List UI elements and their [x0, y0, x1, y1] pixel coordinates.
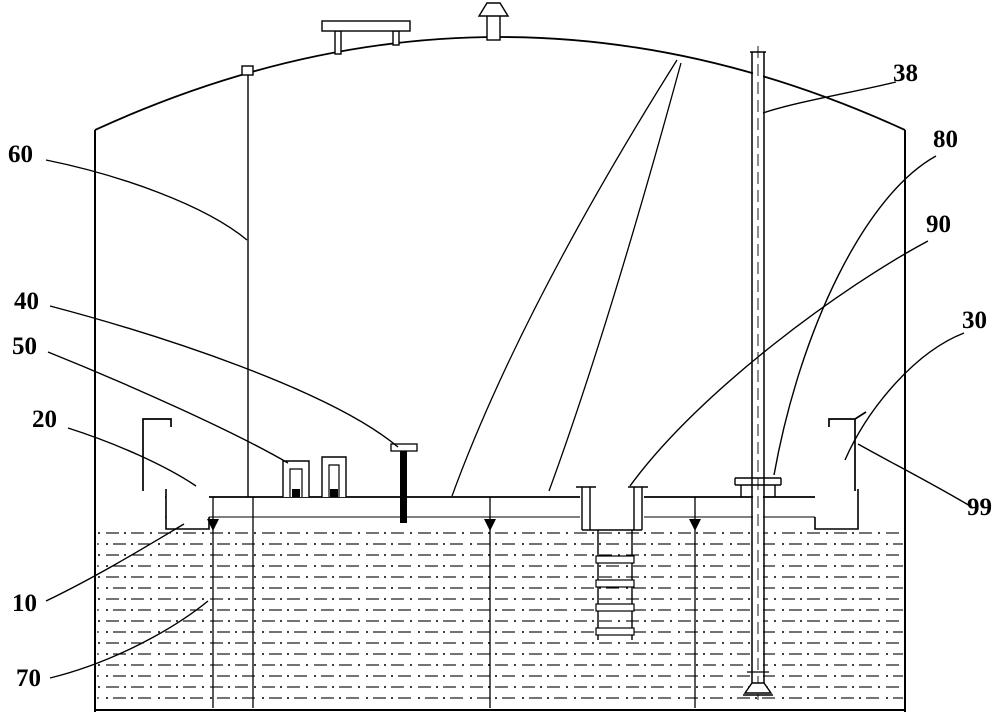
callout-label-70: 70: [16, 665, 41, 692]
deck-bracket-right: [828, 411, 867, 491]
leader-50: [47, 351, 289, 464]
leader-99: [857, 443, 971, 507]
callout-label-10: 10: [12, 590, 37, 617]
deck-support-legs: [207, 497, 701, 708]
deck-bracket-left: [142, 418, 172, 491]
ladder-rung: [595, 603, 635, 612]
leader-10: [45, 523, 185, 602]
callout-label-38: 38: [893, 60, 918, 87]
leader-80: [773, 155, 937, 476]
deck-leg-sleeve-1: [282, 460, 310, 497]
callout-label-60: 60: [8, 141, 33, 168]
cable-curve-left: [451, 59, 678, 497]
leg-arrow: [689, 519, 701, 531]
leader-60: [45, 159, 248, 241]
suspension-cable: [451, 59, 682, 497]
leg-arrow: [484, 519, 496, 531]
callout-label-20: 20: [32, 406, 57, 433]
ladder: [595, 530, 635, 640]
roof-nozzle-leg: [392, 30, 400, 46]
callout-label-90: 90: [926, 211, 951, 238]
floating-deck: [165, 496, 858, 518]
deck-rim-left: [165, 489, 210, 530]
gauge-hatch: [241, 65, 254, 76]
callout-label-30: 30: [962, 307, 987, 334]
callout-label-40: 40: [14, 288, 39, 315]
stored-liquid: [97, 523, 903, 708]
tank-dome-roof: [94, 36, 906, 131]
gauge-assembly: [241, 65, 254, 497]
callout-label-50: 50: [12, 333, 37, 360]
roof-nozzle-leg: [334, 30, 342, 55]
callout-label-99: 99: [967, 494, 992, 521]
roof-nozzle: [321, 20, 411, 55]
leader-90: [629, 240, 929, 487]
roof-vent-cap: [477, 2, 510, 17]
bleeder-vent: [390, 443, 418, 523]
leg-arrow: [207, 519, 219, 531]
leader-30: [844, 332, 965, 461]
ladder-rung: [595, 555, 635, 564]
roof-nozzle-cap: [321, 20, 411, 32]
ladder-rung: [595, 579, 635, 588]
guide-pipe: [734, 46, 782, 700]
leader-lines: [45, 81, 971, 679]
pipe-foot: [743, 682, 773, 694]
callout-label-80: 80: [933, 126, 958, 153]
pipe-deck-guide: [734, 477, 782, 497]
deck-rim-right: [814, 489, 859, 530]
leader-20: [67, 427, 197, 487]
deck-leg-sleeve-2: [321, 456, 347, 497]
roof-vent: [477, 2, 510, 41]
leader-70: [49, 600, 209, 679]
center-well: [576, 486, 648, 531]
roof-vent-stem: [486, 14, 501, 41]
ladder-rung: [595, 627, 635, 636]
leader-40: [49, 305, 399, 448]
leader-38: [762, 81, 897, 114]
cable-curve-right: [548, 62, 682, 492]
